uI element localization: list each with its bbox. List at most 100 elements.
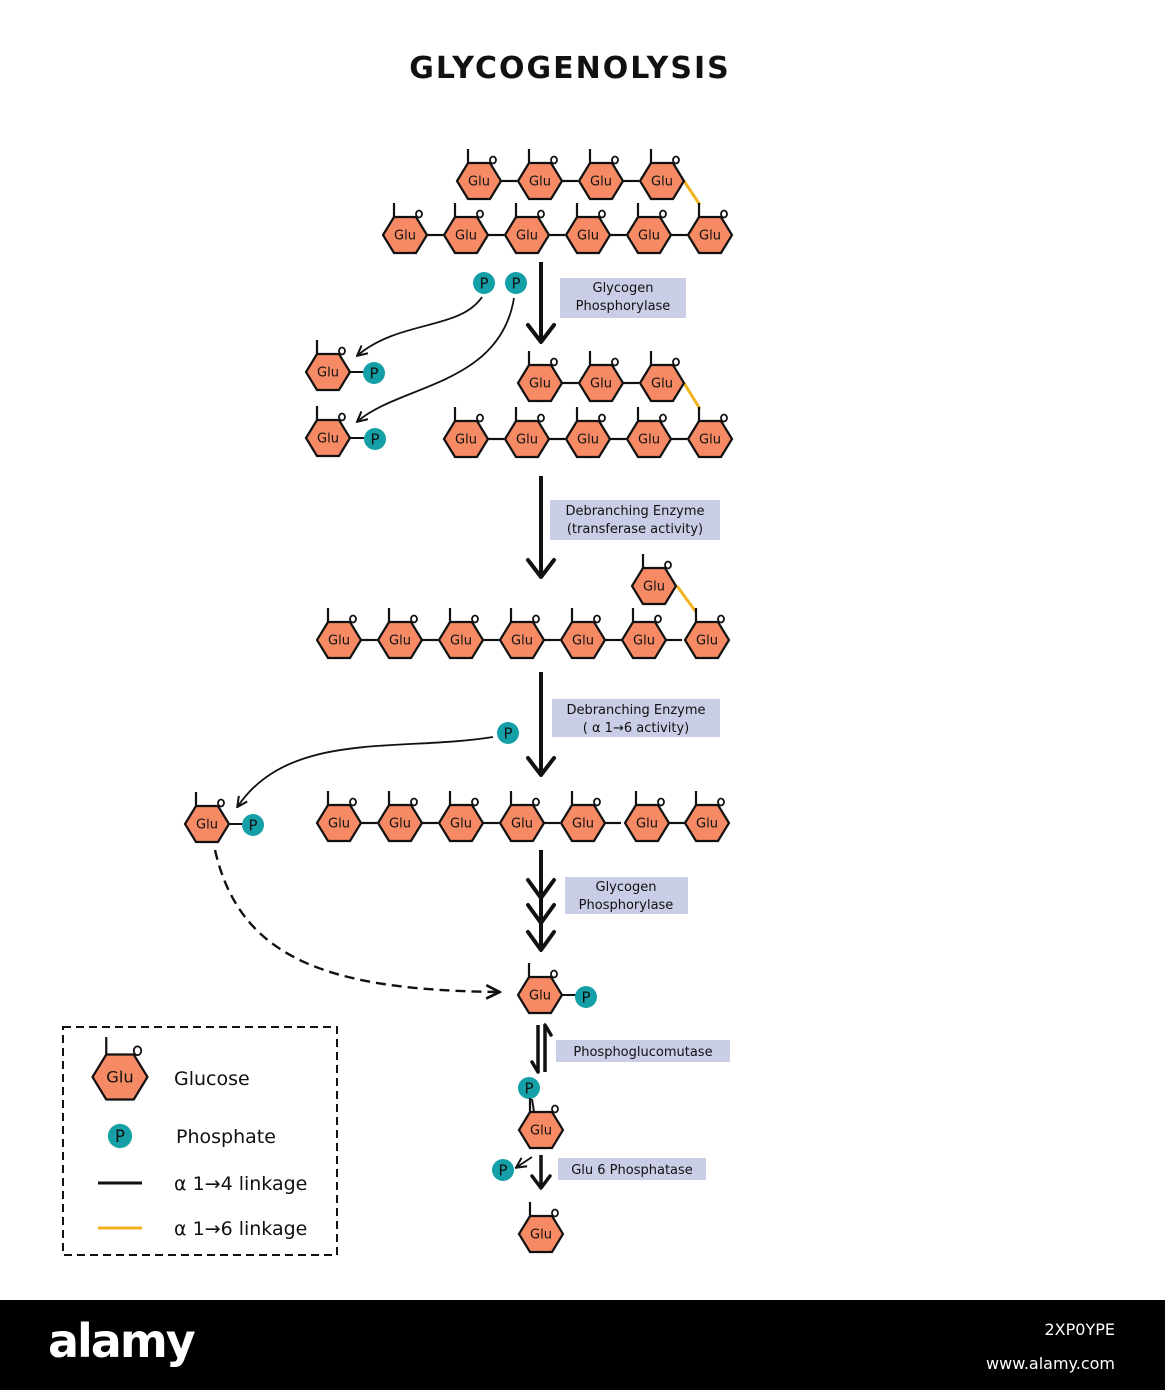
arrow-down-half-head: [530, 1060, 540, 1074]
phosphate-circle: [505, 272, 527, 294]
glucose-1-phosphate: Glu: [304, 406, 352, 458]
glucose-label: Glu: [468, 175, 490, 190]
legend: Glu Glucose P Phosphate α 1→4 linkage α …: [62, 1026, 338, 1256]
glucose-oxygen: [598, 209, 606, 219]
glucose-label: Glu: [651, 175, 673, 190]
site-url: www.alamy.com: [986, 1354, 1115, 1373]
glucose-label: Glu: [638, 229, 660, 244]
phosphate-label: P: [479, 275, 488, 293]
glucose-label: Glu: [636, 817, 658, 832]
phosphate: P: [497, 722, 519, 744]
glucose-oxygen: [551, 1208, 559, 1218]
glucose-label: Glu: [328, 634, 350, 649]
glucose-residue: Glu: [376, 608, 424, 660]
glucose-label: Glu: [638, 433, 660, 448]
glucose-residue: Glu: [315, 608, 363, 660]
glucose-residue: Glu: [630, 554, 678, 606]
phosphate-label: P: [370, 431, 379, 449]
enzyme-label-debranching-transferase: Debranching Enzyme (transferase activity…: [550, 500, 720, 540]
glucose-oxygen: [338, 346, 346, 356]
enzyme-label-glucose-6-phosphatase: Glu 6 Phosphatase: [558, 1158, 706, 1180]
arrowhead: [530, 1174, 552, 1190]
phosphate: P: [518, 1077, 540, 1099]
glucose-label: Glu: [516, 229, 538, 244]
glucose-oxygen: [672, 357, 680, 367]
glucose-oxygen: [611, 357, 619, 367]
glucose-label: Glu: [590, 377, 612, 392]
glucose-label: Glu: [106, 1068, 133, 1087]
glucose-oxygen: [471, 797, 479, 807]
alamy-logo: alamy: [48, 1314, 196, 1368]
phosphate-circle: [107, 1123, 133, 1149]
curved-arrow-phosphate-2: [358, 297, 515, 421]
alpha-1-6-link: [682, 180, 702, 206]
glucose-residue: Glu: [577, 351, 625, 403]
enzyme-label-bg: [552, 699, 720, 737]
dashed-arrow-to-glucose-1-phosphate: [213, 849, 498, 992]
glucose-oxygen: [471, 614, 479, 624]
glucose-label: Glu: [389, 817, 411, 832]
phosphate-circle: [364, 428, 386, 450]
glucose-oxygen: [415, 209, 423, 219]
phosphate-bond: [531, 1098, 535, 1113]
glucose-residue: Glu: [683, 791, 731, 843]
arrowhead: [526, 323, 556, 344]
reversible-arrow-phosphoglucomutase: [530, 1023, 553, 1074]
glucose-label: Glu: [450, 634, 472, 649]
glucose-label: Glu: [455, 229, 477, 244]
enzyme-label-bg: [565, 877, 688, 914]
glucose-label: Glu: [196, 818, 218, 833]
enzyme-name: Phosphoglucomutase: [573, 1045, 712, 1060]
phosphate: P: [492, 1159, 514, 1181]
glycogen-shortened: Glu Glu Glu Glu Glu Glu Glu Glu: [442, 351, 734, 459]
glucose-oxygen: [598, 413, 606, 423]
glucose-residue: Glu: [686, 407, 734, 459]
glucose-oxygen: [532, 614, 540, 624]
watermark-footer: alamy 2XP0YPE www.alamy.com: [0, 1300, 1165, 1390]
glucose-label: Glu: [389, 634, 411, 649]
enzyme-name: Glu 6 Phosphatase: [571, 1163, 693, 1178]
enzyme-label-bg: [560, 278, 686, 318]
glycogenolysis-diagram: GLYCOGENOLYSIS Glu Glu Glu Glu Glu Glu G…: [62, 51, 734, 1256]
glucose-oxygen: [132, 1045, 143, 1057]
glucose-label: Glu: [696, 634, 718, 649]
glucose-residue: Glu: [455, 149, 503, 201]
glucose-oxygen: [664, 560, 672, 570]
free-glucose: Glu: [517, 1202, 565, 1254]
glucose-oxygen: [410, 614, 418, 624]
glycogen-linear-chain: Glu Glu Glu Glu Glu Glu Glu: [315, 791, 731, 843]
glucose-label: Glu: [590, 175, 612, 190]
phosphate-label: P: [248, 817, 257, 835]
enzyme-label-glycogen-phosphorylase-1: Glycogen Phosphorylase: [560, 278, 686, 318]
glucose-residue: Glu: [559, 791, 607, 843]
glucose-residue: Glu: [516, 149, 564, 201]
enzyme-name-line2: Phosphorylase: [576, 299, 671, 314]
phosphate-circle: [497, 722, 519, 744]
legend-phosphate-icon: P: [107, 1123, 133, 1149]
glucose-label: Glu: [633, 634, 655, 649]
glucose-residue: Glu: [638, 351, 686, 403]
phosphate-label: P: [115, 1127, 125, 1146]
glucose-residue: Glu: [315, 791, 363, 843]
glucose-residue: Glu: [503, 203, 551, 255]
glucose-residue: Glu: [683, 608, 731, 660]
glucose-label: Glu: [572, 634, 594, 649]
phosphate-label: P: [498, 1162, 507, 1180]
glucose-oxygen: [537, 413, 545, 423]
glucose-residue: Glu: [442, 407, 490, 459]
glucose-label: Glu: [577, 229, 599, 244]
glucose-oxygen: [349, 797, 357, 807]
enzyme-name-line1: Debranching Enzyme: [565, 504, 704, 519]
glucose-label: Glu: [317, 366, 339, 381]
legend-border: [62, 1026, 338, 1256]
phosphate-circle: [518, 1077, 540, 1099]
glucose-label: Glu: [511, 817, 533, 832]
glucose-oxygen: [611, 155, 619, 165]
enzyme-name-line2: (transferase activity): [567, 522, 703, 537]
enzyme-label-debranching-alpha-1-6: Debranching Enzyme ( α 1→6 activity): [552, 699, 720, 737]
glucose-label: Glu: [696, 817, 718, 832]
glucose-oxygen: [717, 797, 725, 807]
phosphate-circle: [242, 814, 264, 836]
phosphate: P: [505, 272, 527, 294]
glucose-label: Glu: [317, 432, 339, 447]
